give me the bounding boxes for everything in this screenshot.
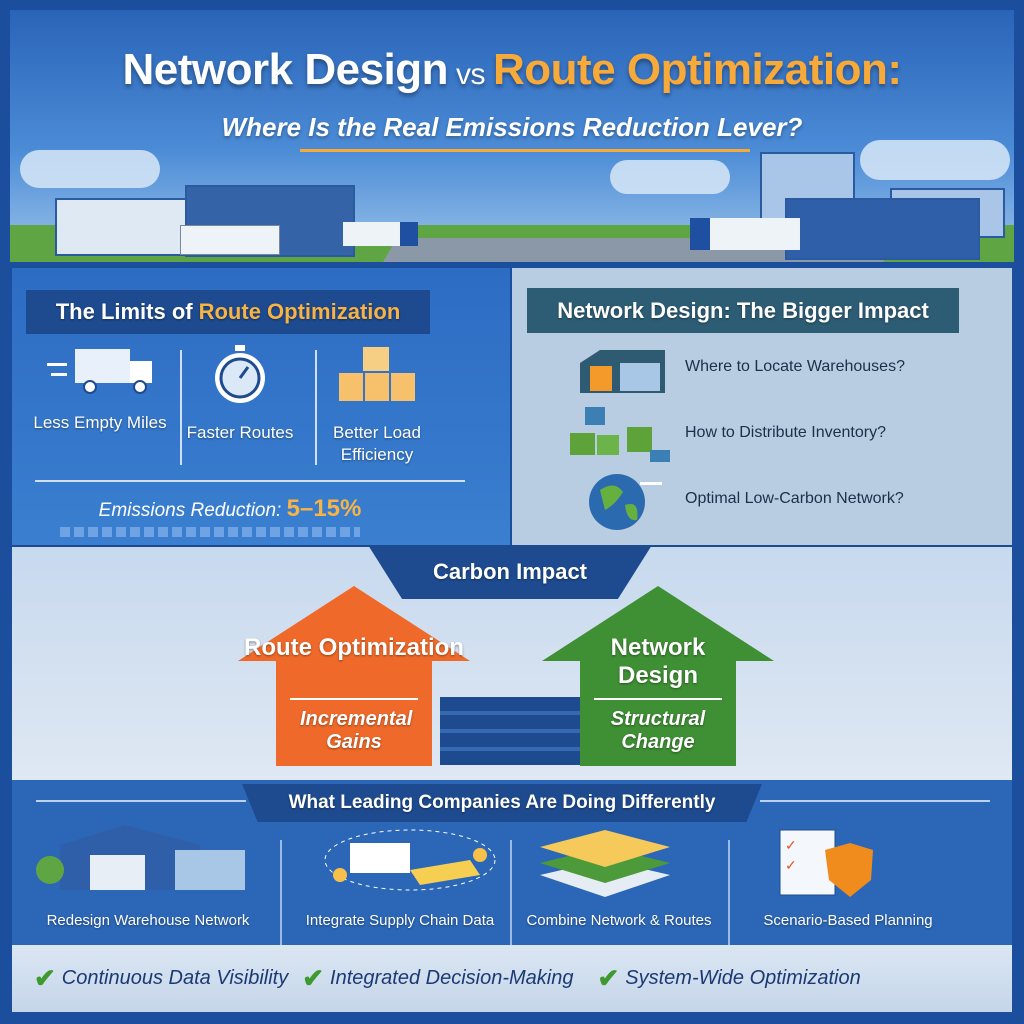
leading-item-label: Scenario-Based Planning (763, 912, 933, 929)
truck-icon (180, 225, 280, 255)
route-optimization-arrow: Route Optimization Incremental Gains (238, 586, 470, 766)
layers-map-icon (540, 830, 670, 897)
divider (36, 800, 246, 802)
svg-text:✓: ✓ (785, 857, 797, 873)
truck-icon (343, 222, 418, 246)
arrow-title: Route Optimization (244, 634, 464, 661)
network-design-arrow: Network Design Structural Change (542, 586, 774, 766)
footer-item: ✔System-Wide Optimization (597, 963, 860, 994)
inventory-icon (570, 407, 670, 462)
stopwatch-icon (215, 345, 265, 403)
warehouse-right-icon (785, 198, 980, 260)
checklist-shield-icon: ✓✓ (779, 829, 873, 897)
checkmark-icon: ✔ (597, 963, 620, 993)
footer-item-label: Integrated Decision-Making (330, 967, 574, 989)
question-label: How to Distribute Inventory? (685, 424, 886, 441)
divider (594, 698, 722, 700)
limit-label: Faster Routes (186, 423, 294, 442)
leading-companies-title: What Leading Companies Are Doing Differe… (242, 784, 762, 822)
divider (280, 840, 282, 950)
truck-icon (47, 349, 152, 394)
page-subtitle: Where Is the Real Emissions Reduction Le… (221, 112, 803, 142)
warehouse-icon (580, 350, 665, 393)
progress-bars (60, 527, 360, 537)
network-design-title: Network Design: The Bigger Impact (527, 288, 959, 333)
leading-item-label: Integrate Supply Chain Data (305, 912, 495, 929)
divider (760, 800, 990, 802)
footer-item: ✔Continuous Data Visibility (34, 963, 288, 994)
divider (510, 840, 512, 950)
question-label: Where to Locate Warehouses? (685, 358, 905, 375)
svg-text:✓: ✓ (785, 837, 797, 853)
truck-icon (690, 218, 800, 250)
title-vs: vs (456, 58, 486, 91)
globe-icon (589, 474, 662, 530)
emissions-reduction: Emissions Reduction: 5–15% (40, 495, 420, 523)
footer-checklist: ✔Continuous Data Visibility ✔Integrated … (12, 945, 1012, 1012)
limit-label: Less Empty Miles (33, 413, 167, 432)
emissions-label: Emissions Reduction: (98, 500, 282, 521)
cloud-icon (860, 140, 1010, 180)
warehouse-network-icon (36, 825, 245, 890)
title-route-optimization: Route Optimization: (493, 45, 902, 94)
leading-item-label: Redesign Warehouse Network (46, 912, 250, 929)
limit-item: Better Load Efficiency (307, 345, 447, 466)
limit-label: Better Load Efficiency (333, 423, 421, 464)
divider (35, 480, 465, 482)
arrow-title: Network Design (610, 634, 706, 689)
data-integration-icon (324, 829, 496, 891)
boxes-icon (339, 347, 415, 401)
title-network-design: Network Design (122, 45, 449, 94)
leading-item-label: Combine Network & Routes (526, 912, 712, 929)
warehouse-left-icon (55, 198, 195, 256)
header-banner (10, 10, 1014, 262)
question-label: Optimal Low-Carbon Network? (685, 490, 904, 507)
divider (290, 698, 418, 700)
checkmark-icon: ✔ (34, 963, 56, 993)
title-underline (300, 149, 750, 152)
carbon-impact-title: Carbon Impact (368, 545, 652, 599)
divider (728, 840, 730, 950)
checkmark-icon: ✔ (302, 963, 325, 993)
limit-item: Faster Routes (170, 345, 310, 444)
cloud-icon (610, 160, 730, 194)
divider (180, 350, 182, 465)
up-arrow-icon (542, 586, 774, 766)
divider (315, 350, 317, 465)
footer-item-label: System-Wide Optimization (625, 967, 861, 989)
comparison-bars (440, 697, 580, 765)
route-limits-title-part2: Route Optimization (198, 299, 401, 324)
emissions-value: 5–15% (286, 495, 362, 522)
arrow-subtitle: Incremental Gains (300, 708, 413, 753)
footer-item-label: Continuous Data Visibility (61, 967, 289, 989)
footer-item: ✔Integrated Decision-Making (302, 963, 573, 994)
arrow-subtitle: Structural Change (610, 708, 706, 753)
up-arrow-icon (238, 586, 470, 766)
limit-item: Less Empty Miles (30, 345, 170, 434)
route-limits-title-part1: The Limits of (55, 299, 193, 324)
cloud-icon (20, 150, 160, 188)
